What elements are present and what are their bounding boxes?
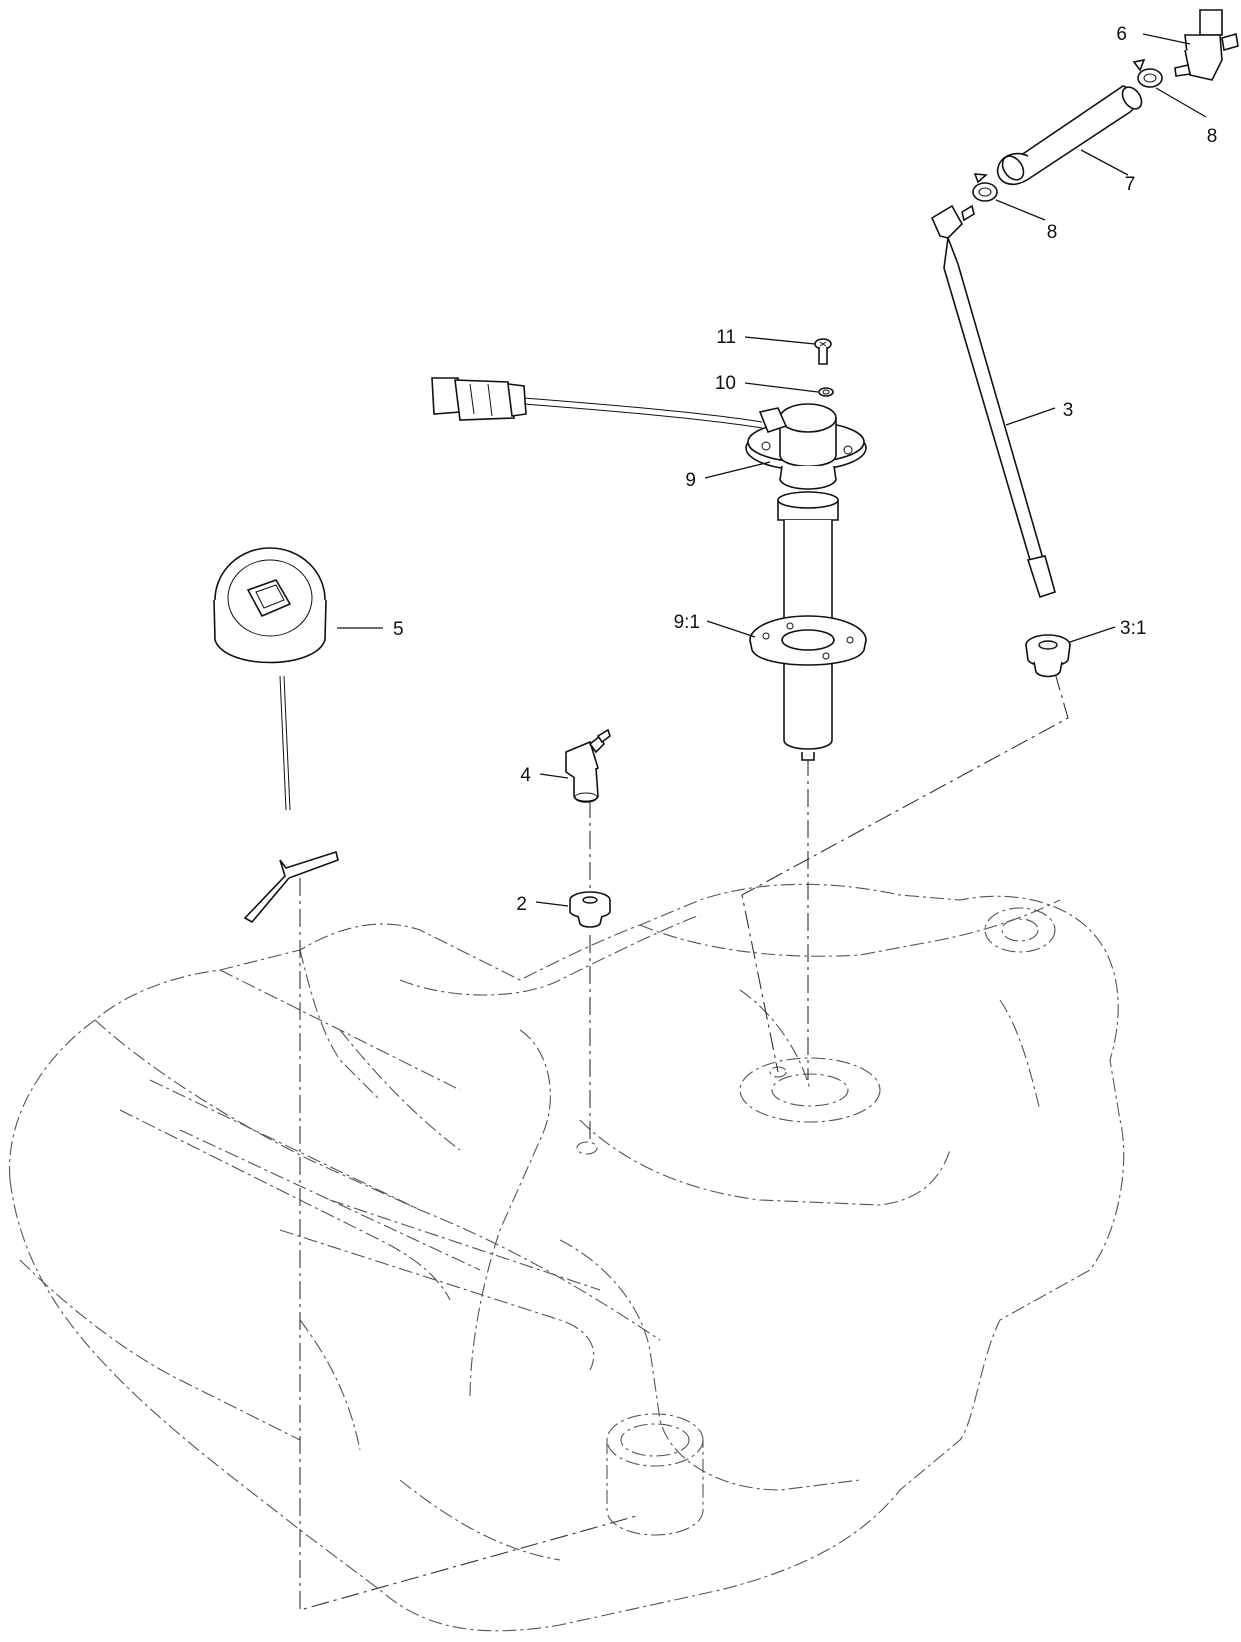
callout-4: 4: [520, 765, 531, 786]
elbow-fitting: [565, 728, 611, 803]
leader-8b: [995, 199, 1046, 221]
leader-10: [744, 382, 819, 393]
leader-9: [704, 461, 771, 479]
leader-8a: [1155, 87, 1207, 118]
hose-clamp-lower: [972, 173, 998, 202]
callout-9-1: 9:1: [674, 612, 700, 633]
leader-9-1: [706, 620, 756, 638]
fuel-shutoff-valve: [1174, 9, 1239, 81]
leader-2: [535, 901, 569, 907]
callout-9: 9: [685, 470, 696, 491]
callout-8-lower: 8: [1047, 222, 1058, 243]
fuel-cap-with-gauge: [213, 547, 339, 924]
callout-8-upper: 8: [1207, 126, 1218, 147]
callout-labels: 6 8 7 8 11 10 3 9 9:1 3:1 5 4 2: [393, 24, 1217, 915]
callout-11: 11: [716, 327, 736, 348]
hose-clamp-upper: [1132, 58, 1163, 88]
callout-3: 3: [1063, 400, 1074, 421]
fuel-level-sender: [431, 377, 867, 761]
callout-10: 10: [715, 373, 736, 394]
assembly-centerlines: [299, 672, 1069, 1611]
tank-grommet: [569, 891, 611, 928]
callout-6: 6: [1116, 24, 1127, 45]
pickup-grommet: [1025, 634, 1071, 678]
callout-2: 2: [516, 894, 527, 915]
sender-gasket: [749, 615, 867, 666]
fuel-hose: [996, 85, 1143, 185]
leader-4: [539, 773, 569, 779]
leader-lines: [337, 33, 1207, 907]
leader-7: [1080, 149, 1129, 176]
leader-3: [1005, 407, 1056, 426]
washer: [818, 387, 834, 397]
fuel-tank-phantom: [8, 883, 1125, 1632]
callout-3-1: 3:1: [1120, 618, 1146, 639]
fuel-pickup-tube: [930, 204, 1056, 599]
leader-3-1: [1069, 626, 1116, 643]
callout-5: 5: [393, 619, 404, 640]
screw: [814, 338, 832, 365]
leader-6: [1142, 33, 1191, 45]
leader-11: [744, 336, 816, 345]
callout-7: 7: [1125, 174, 1136, 195]
